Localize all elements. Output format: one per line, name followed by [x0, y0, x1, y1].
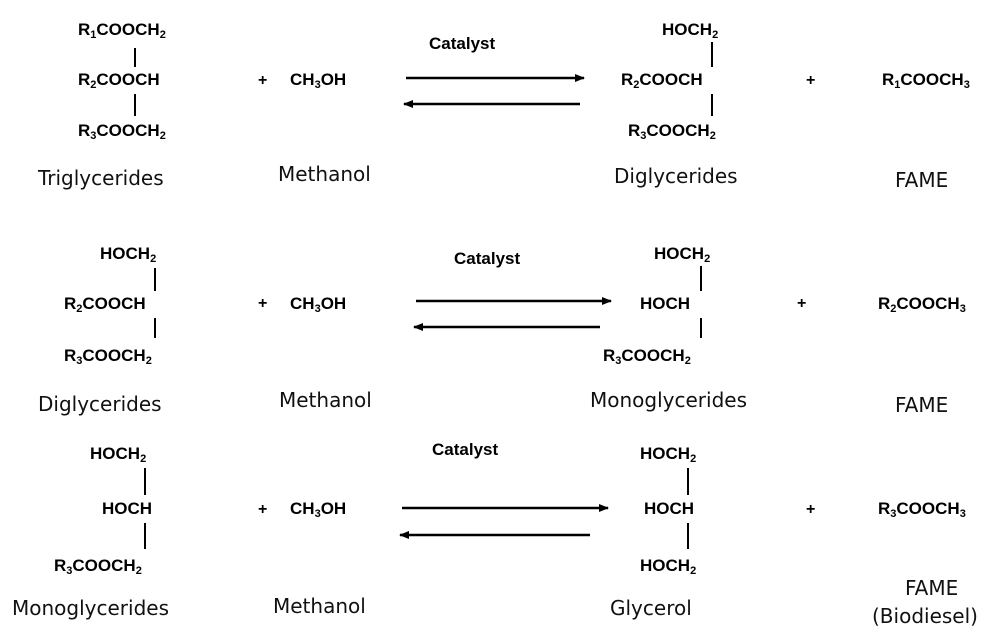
reactant1-line2: R2COOCH: [78, 70, 160, 91]
label-monoglycerides: Monoglycerides: [12, 596, 169, 620]
plus-sign: +: [258, 501, 268, 518]
formula-subscript: 3: [76, 355, 83, 367]
formula-subscript: 3: [640, 130, 647, 142]
reactant1-line2: HOCH: [102, 499, 153, 518]
label-methanol: Methanol: [279, 388, 372, 412]
formula-subscript: 3: [615, 355, 622, 367]
product1-line2: HOCH: [640, 294, 691, 313]
product2: R2COOCH3: [878, 294, 966, 315]
product1-line1: HOCH2: [654, 244, 711, 265]
catalyst-label: Catalyst: [454, 249, 521, 268]
label-glycerol: Glycerol: [610, 596, 692, 620]
plus-sign: +: [806, 72, 816, 89]
formula-subscript: 3: [963, 79, 970, 91]
plus-sign: +: [797, 295, 807, 312]
formula-subscript: 2: [633, 79, 640, 91]
formula-subscript: 2: [690, 453, 697, 465]
formula-subscript: 3: [314, 508, 321, 520]
label-fame: FAME: [895, 168, 949, 192]
catalyst-label: Catalyst: [432, 440, 499, 459]
formula-subscript: 2: [890, 303, 897, 315]
product1-line2: R2COOCH: [621, 70, 703, 91]
product2: R3COOCH3: [878, 499, 966, 520]
formula-subscript: 2: [159, 29, 166, 41]
formula-subscript: 2: [704, 253, 711, 265]
label-fame: FAME: [905, 576, 959, 600]
formula-subscript: 2: [135, 565, 142, 577]
product1-line1: HOCH2: [662, 20, 719, 41]
product1-line3: R3COOCH2: [628, 121, 716, 142]
label-diglycerides: Diglycerides: [38, 392, 162, 416]
label-biodiesel: (Biodiesel): [872, 604, 978, 628]
formula-subscript: 3: [959, 303, 966, 315]
formula-subscript: 2: [709, 130, 716, 142]
label-monoglycerides: Monoglycerides: [590, 388, 747, 412]
product1-line1: HOCH2: [640, 444, 697, 465]
product2: R1COOCH3: [882, 70, 970, 91]
plus-sign: +: [258, 295, 268, 312]
label-diglycerides: Diglycerides: [614, 164, 738, 188]
plus-sign: +: [806, 501, 816, 518]
formula-subscript: 2: [90, 79, 97, 91]
catalyst-label: Catalyst: [429, 34, 496, 53]
reactant1-line2: R2COOCH: [64, 294, 146, 315]
reactant1-line3: R3COOCH2: [64, 346, 152, 367]
formula-subscript: 2: [76, 303, 83, 315]
product1-line2: HOCH: [644, 499, 695, 518]
reactant1-line1: HOCH2: [90, 444, 147, 465]
reactant2: CH3OH: [290, 499, 347, 520]
plus-sign: +: [258, 72, 268, 89]
formula-subscript: 2: [159, 130, 166, 142]
formula-subscript: 1: [90, 29, 97, 41]
formula-subscript: 2: [684, 355, 691, 367]
formula-subscript: 2: [712, 29, 719, 41]
formula-subscript: 3: [90, 130, 97, 142]
product1-line3: R3COOCH2: [603, 346, 691, 367]
formula-subscript: 3: [314, 303, 321, 315]
formula-subscript: 3: [314, 79, 321, 91]
formula-subscript: 2: [690, 565, 697, 577]
label-fame: FAME: [895, 393, 949, 417]
reactant1-line1: R1COOCH2: [78, 20, 166, 41]
reactant2: CH3OH: [290, 294, 347, 315]
formula-subscript: 3: [959, 508, 966, 520]
formula-subscript: 3: [890, 508, 897, 520]
reactant1-line3: R3COOCH2: [54, 556, 142, 577]
formula-subscript: 1: [894, 79, 901, 91]
formula-subscript: 2: [150, 253, 157, 265]
reactant1-line3: R3COOCH2: [78, 121, 166, 142]
label-methanol: Methanol: [278, 162, 371, 186]
reactant1-line1: HOCH2: [100, 244, 157, 265]
label-methanol: Methanol: [273, 594, 366, 618]
formula-subscript: 3: [66, 565, 73, 577]
reactant2: CH3OH: [290, 70, 347, 91]
formula-subscript: 2: [145, 355, 152, 367]
product1-line3: HOCH2: [640, 556, 697, 577]
formula-subscript: 2: [140, 453, 147, 465]
label-triglycerides: Triglycerides: [38, 166, 164, 190]
